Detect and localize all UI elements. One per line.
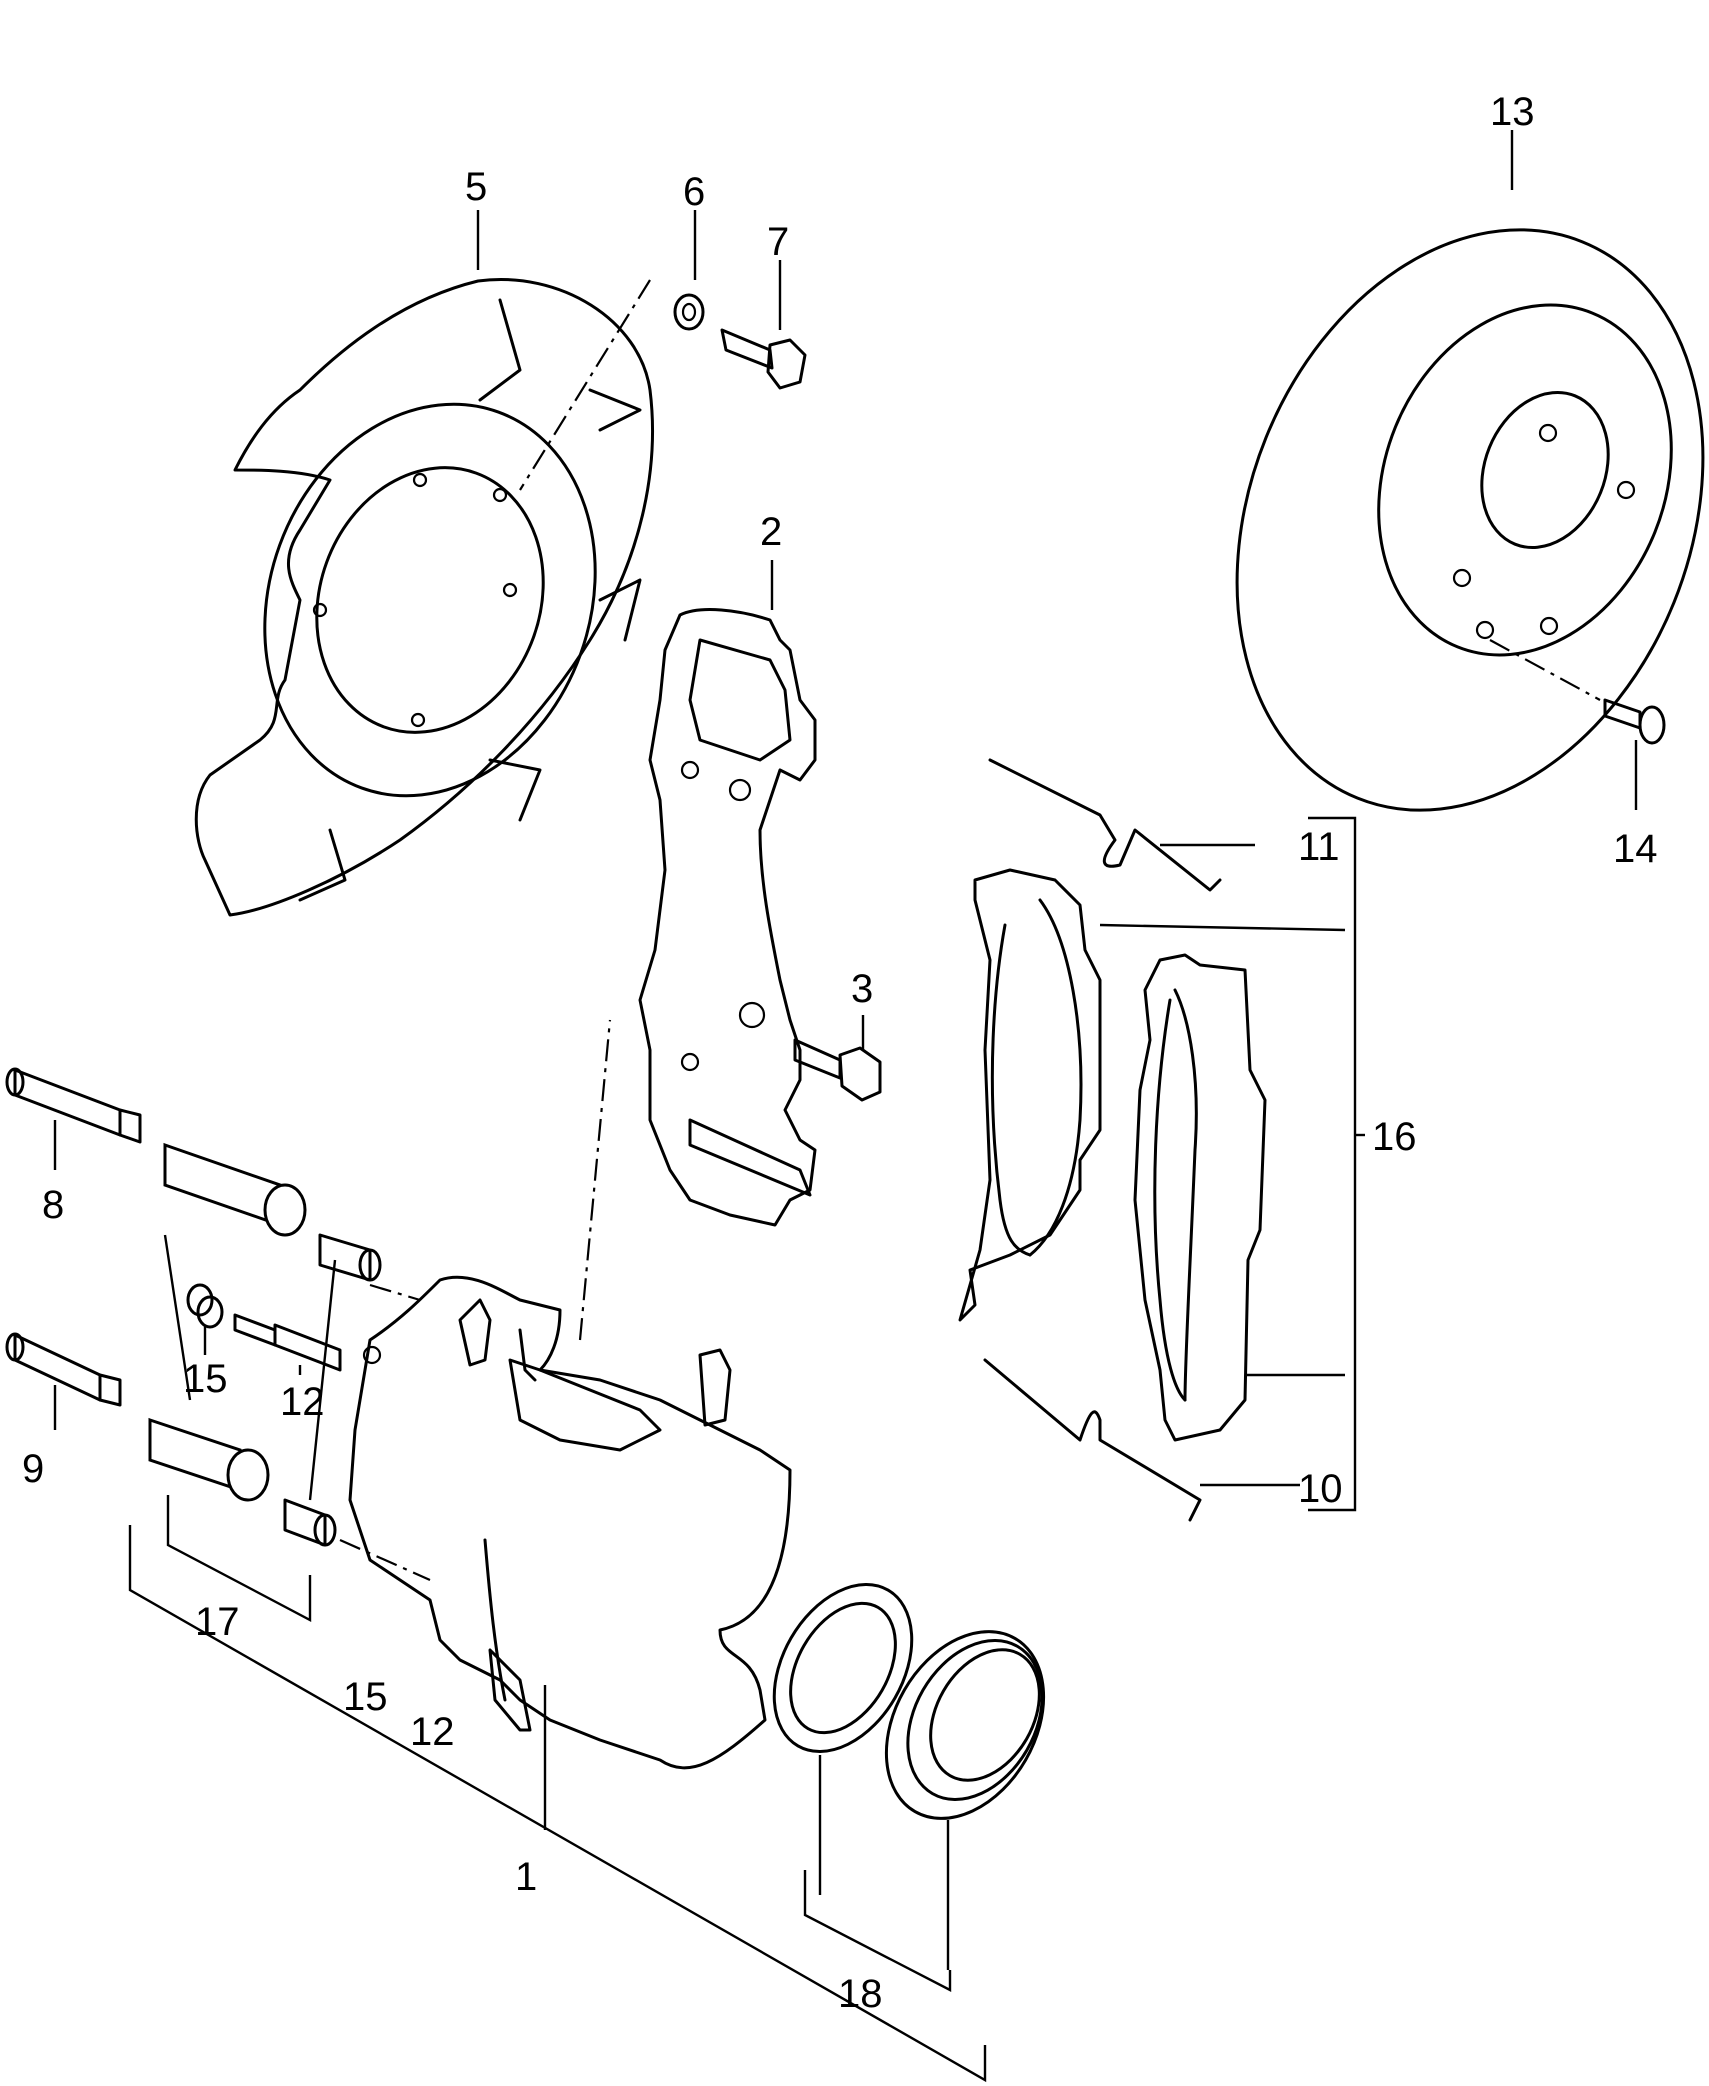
guide-pin-upper (5, 1067, 142, 1144)
dust-boot (884, 1630, 1046, 1820)
leader-lines (53, 130, 1638, 2083)
callout-10: 10 (1298, 1467, 1343, 1511)
callout-11: 11 (1298, 825, 1340, 869)
callout-3: 3 (851, 967, 873, 1011)
disc-screw (1603, 698, 1666, 745)
caliper-carrier (638, 608, 817, 1227)
callout-12-b: 12 (410, 1710, 455, 1754)
brake-pad-inner (1133, 953, 1267, 1442)
washer (673, 293, 705, 331)
lower-spring (983, 1358, 1202, 1522)
upper-spring (988, 758, 1222, 892)
caliper-housing (339, 1019, 792, 1770)
callout-18: 18 (838, 1972, 883, 2016)
callout-5: 5 (465, 165, 487, 209)
carrier-bolt (793, 1038, 882, 1102)
brake-shield (194, 278, 654, 917)
callout-7: 7 (767, 220, 789, 264)
callout-17: 17 (195, 1600, 240, 1644)
callout-6: 6 (683, 170, 705, 214)
callout-15-a: 15 (183, 1357, 228, 1401)
callout-16: 16 (1372, 1115, 1417, 1159)
callout-14: 14 (1613, 827, 1658, 871)
callout-2: 2 (760, 510, 782, 554)
guide-pin-lower (5, 1332, 122, 1407)
cap-upper (318, 1233, 382, 1282)
cap-lower (283, 1498, 337, 1547)
shield-bolt (720, 328, 807, 390)
brake-disc (1235, 228, 1705, 812)
callout-15-b: 15 (343, 1675, 388, 1719)
guide-bushing-upper (163, 1142, 307, 1237)
bleed-screw (233, 1313, 342, 1372)
callout-12-a: 12 (280, 1380, 325, 1424)
callout-13: 13 (1490, 90, 1535, 134)
guide-bushing-lower (148, 1417, 270, 1502)
callout-9: 9 (22, 1447, 44, 1491)
callout-labels: 5 6 7 2 3 13 14 11 10 16 8 9 15 12 17 15… (22, 90, 1658, 2016)
brake-pad-outer (958, 868, 1102, 1322)
piston-seal (772, 1582, 914, 1754)
callout-8: 8 (42, 1183, 64, 1227)
callout-1: 1 (515, 1855, 537, 1899)
bleed-cap (186, 1283, 224, 1329)
